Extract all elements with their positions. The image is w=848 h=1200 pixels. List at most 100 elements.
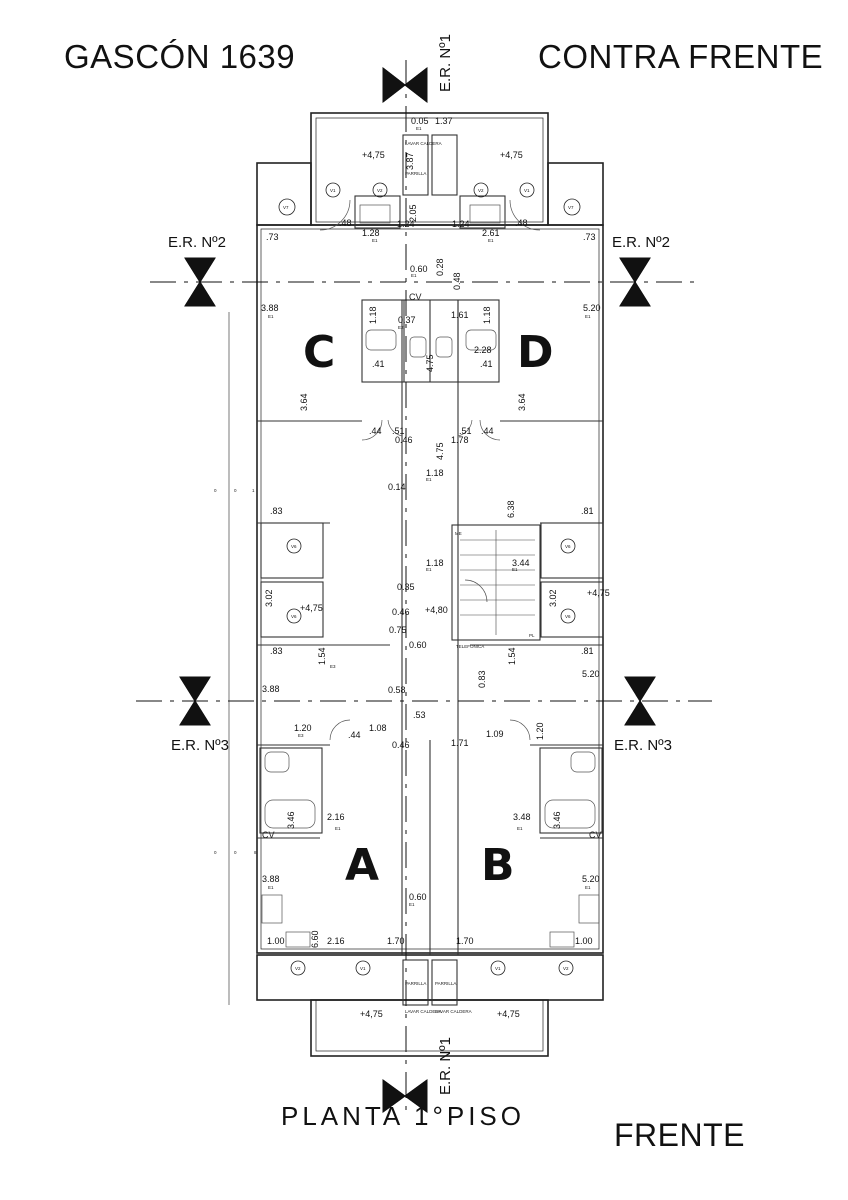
dim: 1.70 [456, 936, 474, 946]
dim: .51 [392, 426, 405, 436]
dim: E1 [416, 126, 422, 131]
level-stair: +4,80 [425, 605, 448, 615]
lavar-caldera-front-left: LAVAR CALDERA [405, 1009, 442, 1014]
dim: 1.71 [451, 738, 469, 748]
dim: 0.35 [397, 582, 415, 592]
dim: 1.78 [451, 435, 469, 445]
svg-text:1: 1 [252, 488, 255, 493]
dim: 3.46 [552, 811, 562, 829]
er2-left-marker [184, 257, 216, 307]
section-markers [179, 66, 656, 1113]
er2-right-label: E.R. Nº2 [612, 234, 670, 251]
dim: E1 [488, 238, 494, 243]
v6-cl-lower: V6 [291, 614, 297, 619]
dim: .51 [459, 426, 472, 436]
dim: E1 [411, 273, 417, 278]
dim: .73 [583, 232, 596, 242]
dim: 0.60 [410, 264, 428, 274]
bath-fixtures [261, 204, 600, 948]
cv-tag-left: CV [262, 830, 275, 840]
dim: 1.00 [267, 936, 285, 946]
dim: 4.75 [425, 354, 435, 372]
svg-text:8: 8 [254, 850, 257, 855]
dim: E1 [372, 238, 378, 243]
level-rear-left: +4,75 [362, 150, 385, 160]
dim: .83 [270, 646, 283, 656]
telefonica-tag: TELEFONICA [456, 644, 484, 649]
dim: 0.28 [435, 258, 445, 276]
dim: 1.09 [486, 729, 504, 739]
svg-text:0: 0 [234, 850, 237, 855]
unit-c-label: C [303, 327, 335, 378]
dim: 1.00 [575, 936, 593, 946]
me-tag: ME [455, 531, 462, 536]
cv-tag-right: CV [589, 830, 602, 840]
dim: 3.64 [517, 393, 527, 411]
dim: .41 [480, 359, 493, 369]
dim: 1.70 [387, 936, 405, 946]
dim: 3.02 [548, 589, 558, 607]
dim: 3.44 [512, 558, 530, 568]
dim: 0.58 [388, 685, 406, 695]
window-tags [278, 182, 581, 976]
dim: .81 [581, 646, 594, 656]
dim: E1 [335, 826, 341, 831]
dim: 3.88 [262, 684, 280, 694]
dim: 0.05 [411, 116, 429, 126]
dim: 1.18 [426, 558, 444, 568]
unit-b-label: B [481, 840, 515, 891]
dim: E1 [512, 567, 518, 572]
dim: 5.20 [582, 874, 600, 884]
er3-left-marker [179, 676, 211, 726]
interior-walls [257, 134, 604, 1006]
er2-left-label: E.R. Nº2 [168, 234, 226, 251]
dim: 2.61 [482, 228, 500, 238]
dimension-labels: 0.05 1.37 1.24 1.24 1.28 2.61 .48 .48 .7… [261, 116, 601, 948]
unit-d-label: D [517, 327, 554, 378]
dim: .48 [515, 218, 528, 228]
dim: 5.20 [583, 303, 601, 313]
dim: 0.48 [452, 272, 462, 290]
section-labels: E.R. Nº2 E.R. Nº2 E.R. Nº3 E.R. Nº3 E.R.… [168, 34, 672, 1095]
dim: 2.05 [408, 204, 418, 222]
v1-rear-right: V1 [524, 188, 530, 193]
dim: 0.60 [409, 892, 427, 902]
dim: .44 [348, 730, 361, 740]
dim: 0.46 [392, 740, 410, 750]
dim: .41 [372, 359, 385, 369]
dim: E1 [426, 567, 432, 572]
dim: E1 [585, 314, 591, 319]
dim: 1.54 [507, 647, 517, 665]
dim: 1.08 [369, 723, 387, 733]
dim: E1 [409, 902, 415, 907]
dim: 6.60 [310, 930, 320, 948]
unit-a-label: A [345, 840, 379, 891]
v6-cr-upper: V6 [565, 544, 571, 549]
dim: 2.16 [327, 812, 345, 822]
dim: E1 [268, 314, 274, 319]
dim: E1 [268, 885, 274, 890]
dim: 1.37 [435, 116, 453, 126]
dim: 1.20 [294, 723, 312, 733]
lavar-caldera-front-right: LAVAR CALDERA [435, 1009, 472, 1014]
lavar-caldera-rear: LAVAR CALDERA [405, 141, 442, 146]
dim: 0.83 [477, 670, 487, 688]
back-elevation-label: CONTRA FRENTE [538, 38, 824, 75]
stair-treads [460, 530, 535, 635]
window-labels: V7 V7 V1 V2 V2 V1 V6 V6 V6 V6 V2 V1 V1 V… [283, 188, 574, 971]
dim: 0.46 [392, 607, 410, 617]
v2-rear-right: V2 [478, 188, 484, 193]
section-lines [136, 60, 712, 1115]
dim: 3.02 [264, 589, 274, 607]
svg-text:0: 0 [214, 850, 217, 855]
dim: 1.18 [426, 468, 444, 478]
dim: 1.54 [317, 647, 327, 665]
er3-right-marker [624, 676, 656, 726]
dim: E1 [585, 885, 591, 890]
dim: E2 [398, 325, 404, 330]
v7-left: V7 [283, 205, 289, 210]
dim: 0.60 [409, 640, 427, 650]
er1-top-marker [382, 66, 428, 104]
